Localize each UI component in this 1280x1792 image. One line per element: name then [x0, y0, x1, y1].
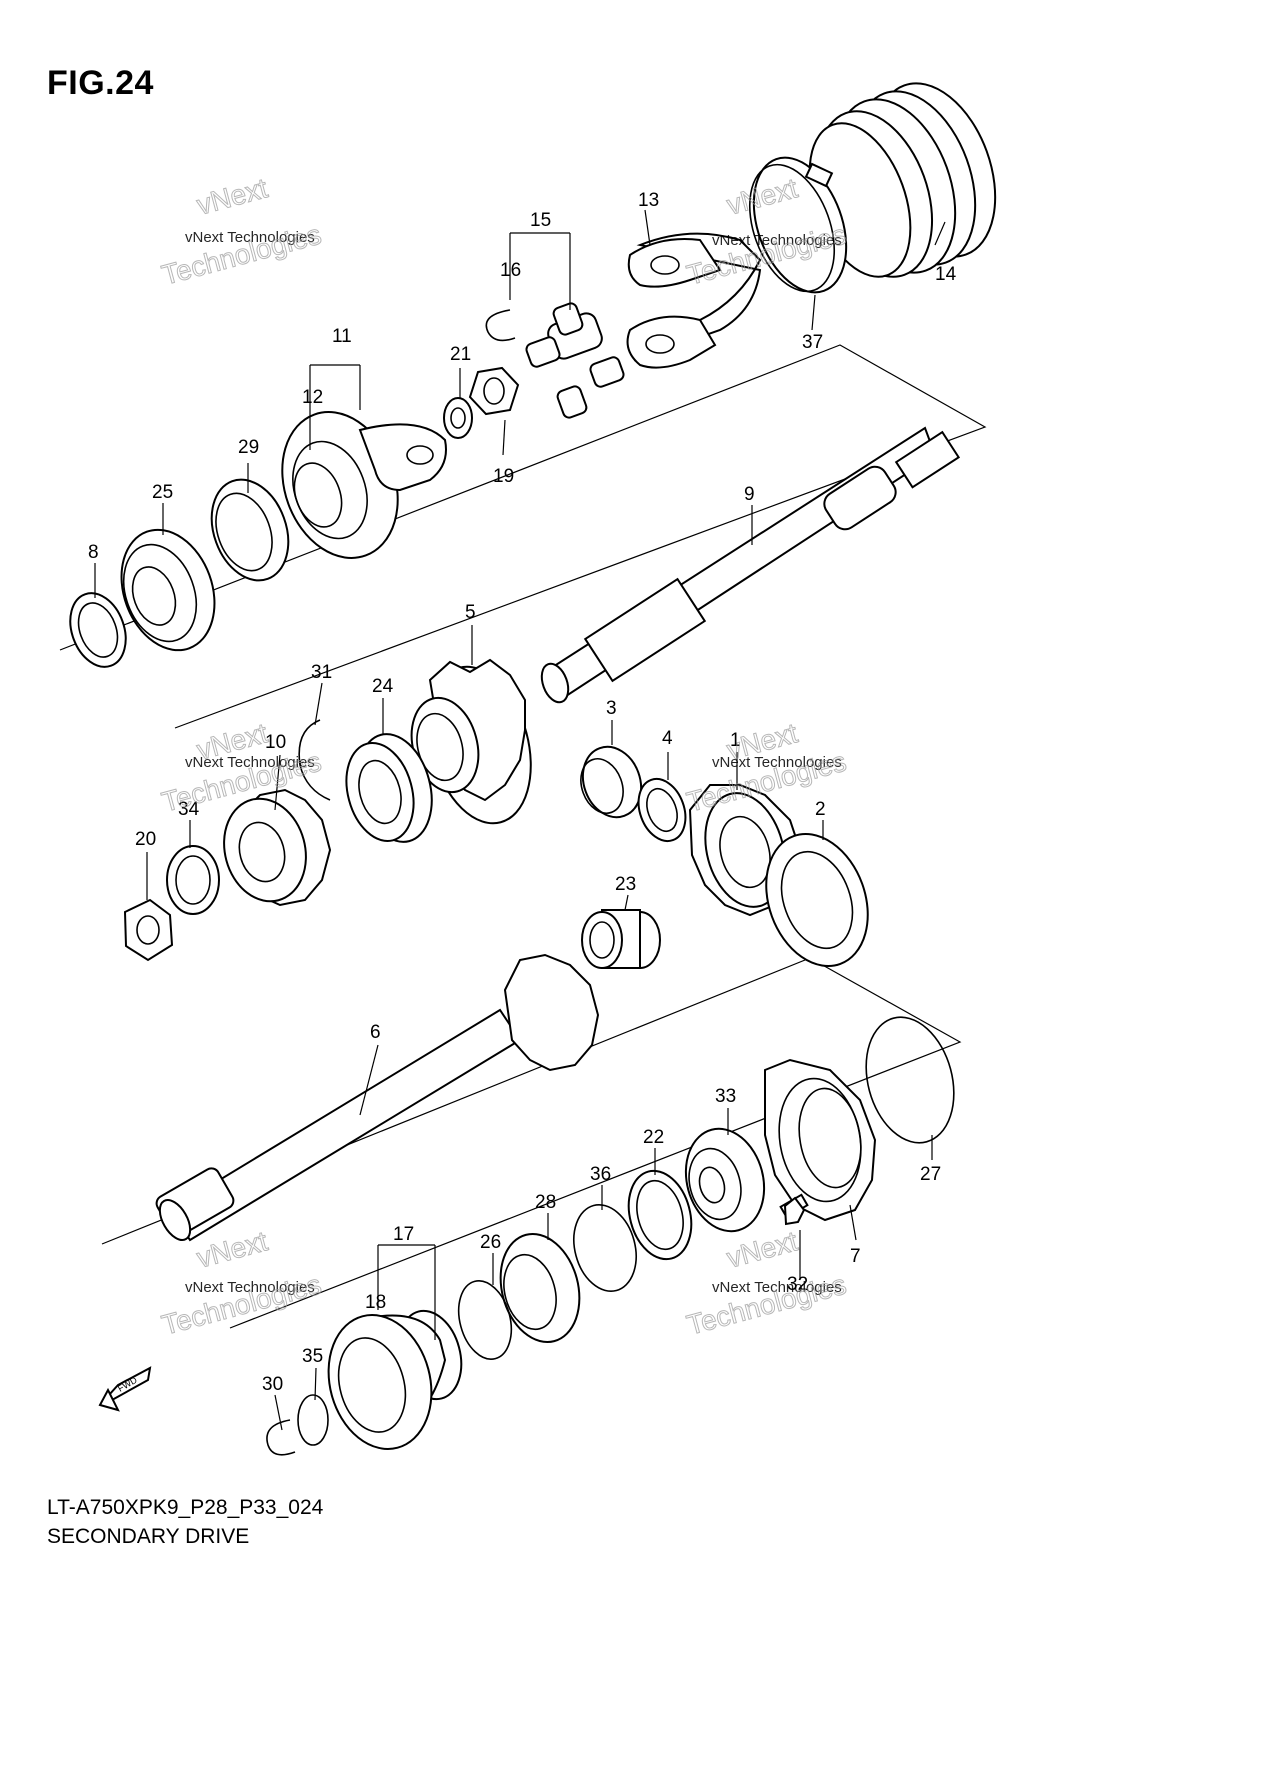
callout-labels: 15 16 13 14 37 21 19 11 12 29 25 8 9 5 3…: [88, 190, 957, 1395]
callout-32: 32: [787, 1274, 808, 1295]
callout-6: 6: [370, 1022, 381, 1043]
boot-part: [808, 82, 997, 278]
clamp-part: [748, 156, 848, 294]
washer-part-21: [443, 397, 473, 439]
callout-36: 36: [590, 1164, 611, 1185]
callout-21: 21: [450, 344, 471, 365]
callout-10: 10: [265, 732, 286, 753]
group-outline-lower: [101, 957, 962, 1329]
ring-part-35: [297, 1394, 329, 1446]
bearing-part-3: [580, 745, 643, 819]
callout-34: 34: [178, 799, 200, 820]
callout-14: 14: [935, 264, 957, 285]
callout-11: 11: [332, 326, 352, 347]
callout-28: 28: [535, 1192, 556, 1213]
housing-part-7: [764, 1058, 877, 1222]
shim-part-4: [637, 778, 687, 842]
callout-22: 22: [643, 1127, 664, 1148]
svg-text:vNext: vNext: [194, 1225, 271, 1274]
callout-26: 26: [480, 1232, 501, 1253]
callout-9: 9: [744, 484, 755, 505]
callout-29: 29: [238, 437, 259, 458]
leader-lines: [94, 209, 946, 1431]
circlip-part-36: [573, 1203, 637, 1293]
gear-part-10: [223, 788, 332, 907]
callout-18: 18: [365, 1292, 386, 1313]
callout-1: 1: [730, 730, 741, 751]
svg-text:vNext: vNext: [724, 1225, 801, 1274]
svg-text:vNext Technologies: vNext Technologies: [185, 1279, 315, 1296]
callout-16: 16: [500, 260, 521, 281]
callout-23: 23: [615, 874, 636, 895]
shim-part-2: [765, 833, 869, 967]
svg-text:vNext Technologies: vNext Technologies: [185, 229, 315, 246]
callout-27: 27: [920, 1164, 941, 1185]
callout-31: 31: [311, 662, 332, 683]
callout-30: 30: [262, 1374, 283, 1395]
washer-part-34: [166, 845, 220, 915]
callout-37: 37: [802, 332, 823, 353]
callout-33: 33: [715, 1086, 736, 1107]
circlip-part-30: [266, 1419, 296, 1456]
figure-code: LT-A750XPK9_P28_P33_024: [47, 1496, 324, 1519]
callout-24: 24: [372, 676, 394, 697]
universal-joint-cross-part: [525, 302, 625, 419]
callout-13: 13: [638, 190, 659, 211]
svg-text:vNext: vNext: [194, 172, 271, 221]
circlip-part-16: [485, 309, 516, 342]
bearing-part-25: [120, 528, 216, 652]
svg-text:vNext Technologies: vNext Technologies: [712, 754, 842, 771]
callout-19: 19: [493, 466, 514, 487]
shim-part-22: [627, 1169, 693, 1261]
callout-8: 8: [88, 542, 99, 563]
callout-3: 3: [606, 698, 617, 719]
cover-part-17: [327, 1309, 463, 1450]
callout-35: 35: [302, 1346, 323, 1367]
shim-part-8: [69, 592, 127, 668]
yoke-part-13: [626, 232, 762, 369]
figure-title: FIG.24: [47, 64, 154, 102]
callout-4: 4: [662, 728, 673, 749]
svg-text:vNext Technologies: vNext Technologies: [185, 754, 315, 771]
needle-bearing-part-23: [581, 909, 661, 969]
bolt-part-32: [779, 1193, 809, 1226]
callout-17: 17: [393, 1224, 414, 1245]
forward-direction-arrow-icon: FWD: [98, 1366, 152, 1412]
shaft-part-6: [155, 953, 600, 1242]
o-ring-part-27: [865, 1016, 955, 1144]
watermark-bottom-right: vNext vNext Technologies Technologies: [683, 1225, 850, 1342]
svg-text:vNext Technologies: vNext Technologies: [712, 232, 842, 249]
watermark-top-left: vNext vNext Technologies Technologies: [158, 172, 325, 292]
svg-text:vNext Technologies: vNext Technologies: [712, 1279, 842, 1296]
oil-seal-part-29: [210, 478, 290, 582]
callout-25: 25: [152, 482, 173, 503]
nut-part-20: [123, 898, 174, 962]
o-ring-part-26: [457, 1280, 513, 1360]
shaft-part-9: [540, 426, 961, 704]
figure-name: SECONDARY DRIVE: [47, 1525, 250, 1548]
bevel-gear-part-5: [410, 658, 532, 825]
callout-12: 12: [302, 387, 323, 408]
oil-seal-part-28: [499, 1232, 581, 1344]
callout-20: 20: [135, 829, 156, 850]
callout-2: 2: [815, 799, 826, 820]
bearing-part-33: [684, 1127, 766, 1233]
callout-15: 15: [530, 210, 551, 231]
group-outline-upper: [59, 344, 987, 729]
callout-7: 7: [850, 1246, 861, 1267]
callout-5: 5: [465, 602, 476, 623]
snap-ring-part-31: [298, 719, 331, 801]
nut-part-19: [468, 366, 520, 416]
flange-yoke-part: [281, 411, 447, 559]
bearing-part-24: [345, 733, 433, 843]
